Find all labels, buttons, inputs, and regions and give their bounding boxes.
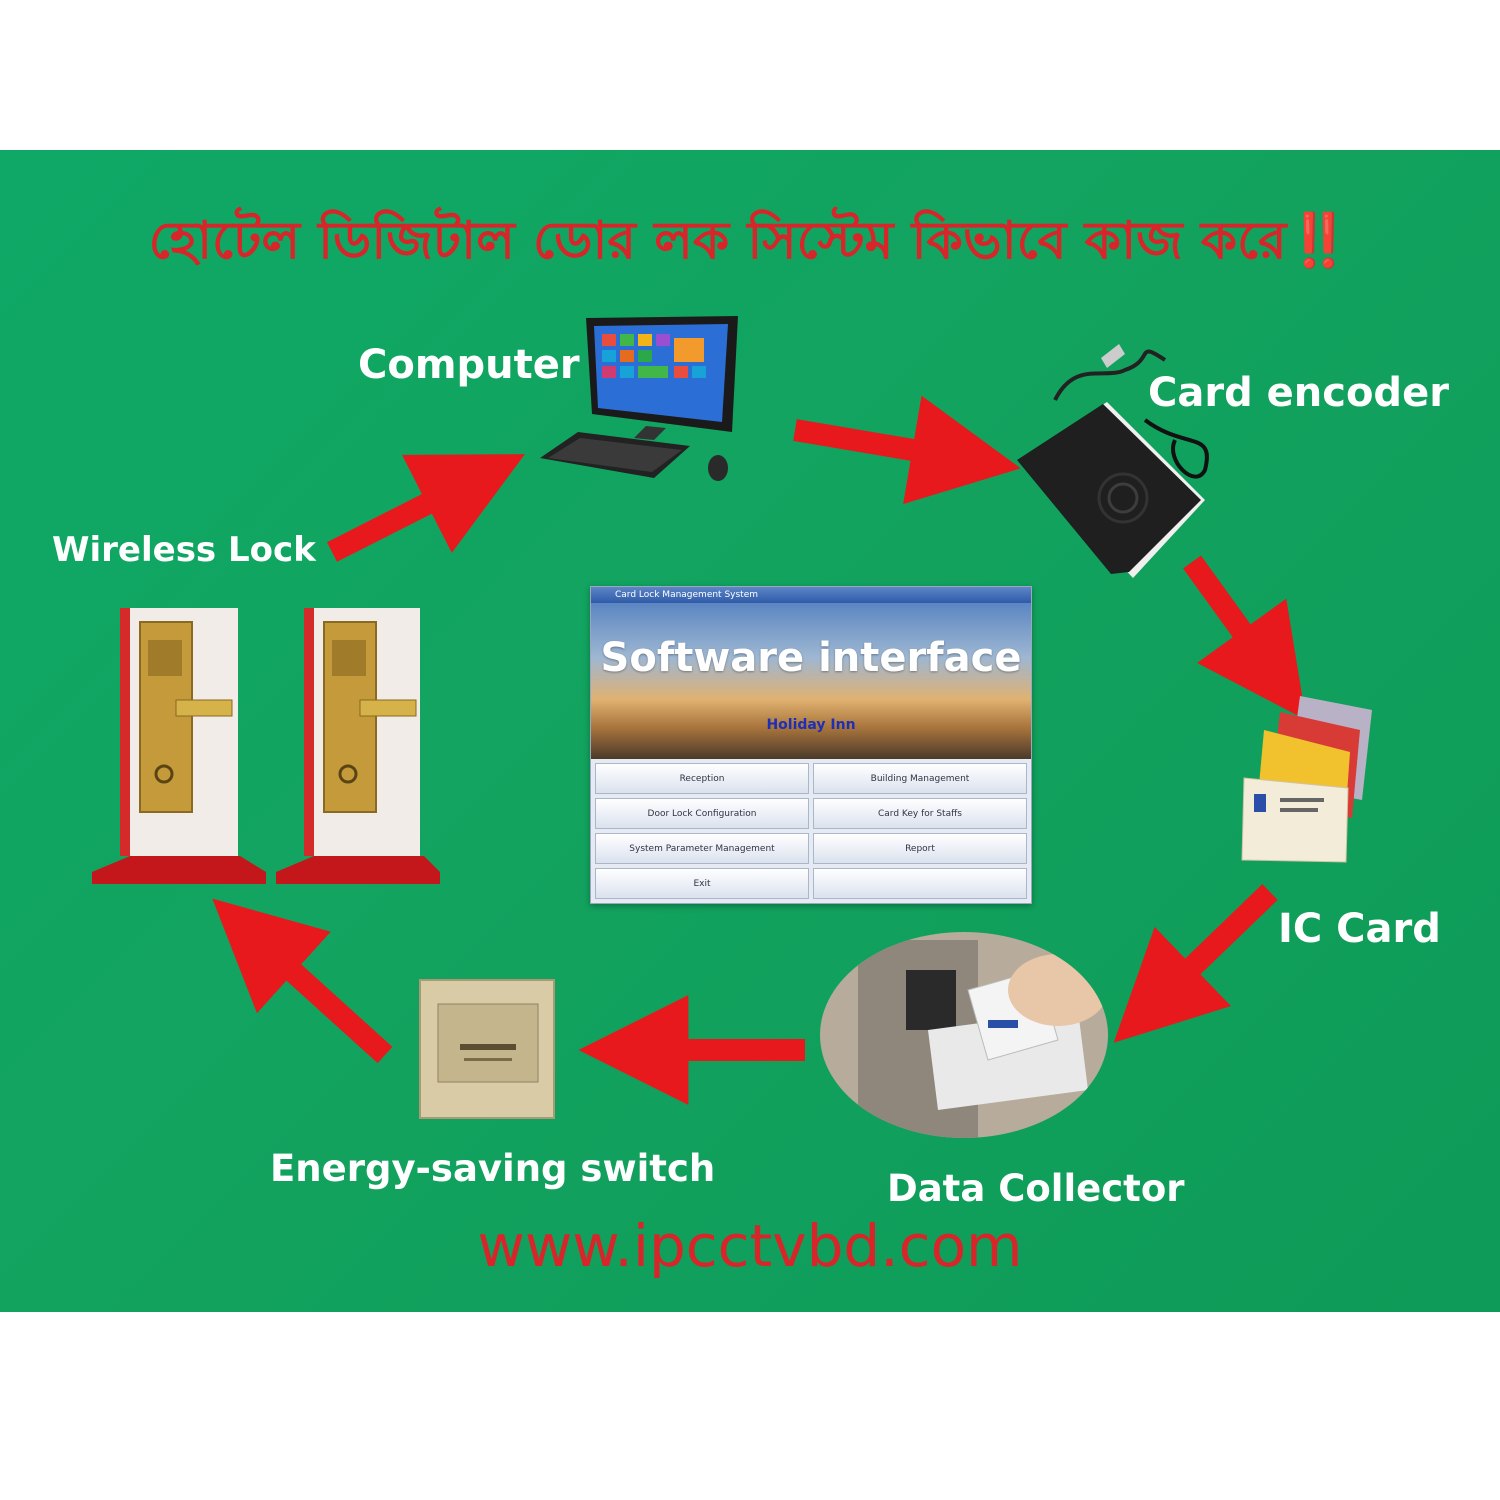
- system-parameter-button[interactable]: System Parameter Management: [595, 833, 809, 864]
- door-lock-configuration-button[interactable]: Door Lock Configuration: [595, 798, 809, 829]
- report-button[interactable]: Report: [813, 833, 1027, 864]
- software-titlebar: Card Lock Management System: [591, 587, 1031, 603]
- software-banner: Holiday Inn: [591, 603, 1031, 759]
- data-collector-icon: [818, 930, 1110, 1140]
- arrow-switch-to-lock: [258, 940, 385, 1055]
- website-url[interactable]: www.ipcctvbd.com: [0, 1212, 1500, 1280]
- wireless-lock-label: Wireless Lock: [52, 530, 316, 570]
- arrow-lock-to-computer: [332, 482, 470, 552]
- hotel-name: Holiday Inn: [591, 717, 1031, 733]
- door-lock-icon: [90, 602, 450, 892]
- diagram-panel: হোটেল ডিজিটাল ডোর লক সিস্টেম কিভাবে কাজ …: [0, 150, 1500, 1312]
- logo-button[interactable]: [813, 868, 1027, 899]
- computer-label: Computer: [358, 342, 580, 388]
- software-window: Card Lock Management System Holiday Inn …: [590, 586, 1032, 904]
- building-management-button[interactable]: Building Management: [813, 763, 1027, 794]
- exit-button[interactable]: Exit: [595, 868, 809, 899]
- card-encoder-label: Card encoder: [1148, 370, 1449, 416]
- reception-button[interactable]: Reception: [595, 763, 809, 794]
- arrow-computer-to-encoder: [795, 430, 960, 458]
- energy-switch-label: Energy-saving switch: [270, 1147, 715, 1190]
- data-collector-label: Data Collector: [887, 1167, 1185, 1210]
- ic-card-icon: [1240, 690, 1380, 866]
- card-key-staffs-button[interactable]: Card Key for Staffs: [813, 798, 1027, 829]
- computer-icon: [536, 314, 746, 494]
- energy-switch-icon: [418, 978, 558, 1122]
- software-button-grid: Reception Building Management Door Lock …: [595, 763, 1027, 899]
- software-interface-label: Software interface: [591, 635, 1031, 681]
- arrow-card-to-collector: [1158, 892, 1270, 1000]
- ic-card-label: IC Card: [1278, 906, 1441, 952]
